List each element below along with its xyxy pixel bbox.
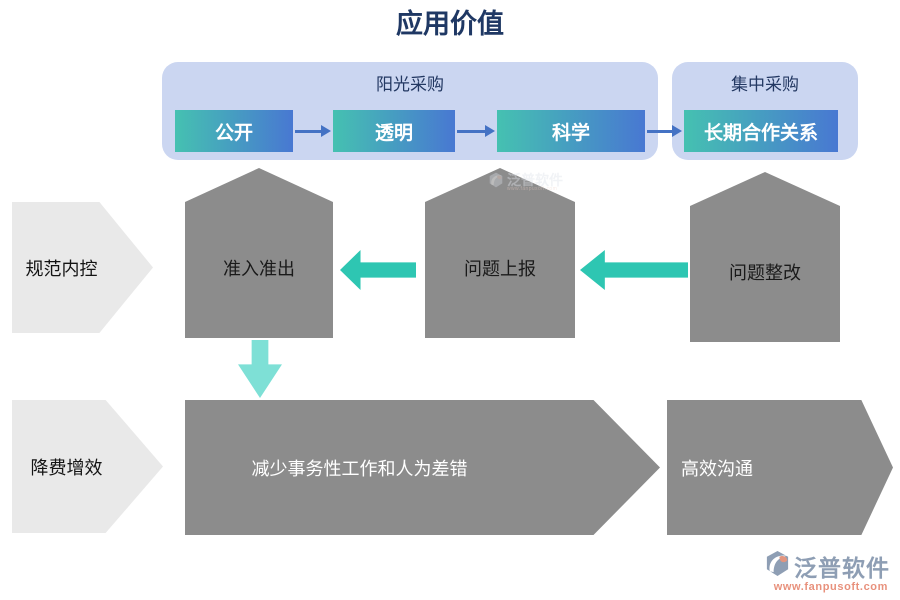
house-access-control: 准入准出 [185, 168, 333, 338]
flow-arrow-icon [457, 124, 495, 138]
footer-logo: 泛普软件 www.fanpusoft.com [764, 549, 890, 593]
left-arrow-icon [340, 250, 416, 290]
big-arrow-reduce-errors: 减少事务性工作和人为差错 [185, 400, 660, 535]
footer-logo-name: 泛普软件 [794, 555, 890, 581]
chevron-internal-control-label: 规范内控 [25, 258, 98, 279]
house-problem-report-label: 问题上报 [464, 259, 536, 279]
left-arrow-icon [580, 250, 688, 290]
fanpu-logo-icon [488, 172, 504, 193]
long-term-cooperation-button: 长期合作关系 [684, 110, 838, 152]
watermark-url: www.fanpusoft.com [507, 186, 558, 192]
watermark: 泛普软件 www.fanpusoft.com [488, 172, 563, 193]
step-open: 公开 [175, 110, 293, 152]
big-arrow-communication: 高效沟通 [667, 400, 893, 535]
step-scientific: 科学 [497, 110, 645, 152]
chevron-cost-efficiency: 降费增效 [12, 400, 163, 533]
footer-logo-url: www.fanpusoft.com [773, 581, 888, 593]
step-transparent: 透明 [333, 110, 455, 152]
flow-arrow-icon [647, 124, 682, 138]
chevron-internal-control: 规范内控 [12, 202, 153, 333]
watermark-name: 泛普软件 [507, 172, 563, 188]
big-arrow-reduce-errors-label: 减少事务性工作和人为差错 [251, 458, 468, 479]
house-access-control-label: 准入准出 [223, 259, 295, 279]
down-arrow-icon [238, 340, 282, 398]
house-problem-rectify-label: 问题整改 [729, 263, 801, 283]
central-procurement-label: 集中采购 [731, 75, 799, 95]
page-title: 应用价值 [396, 9, 504, 40]
sunshine-procurement-label: 阳光采购 [376, 75, 444, 95]
house-problem-rectify: 问题整改 [690, 172, 840, 342]
flow-arrow-icon [295, 124, 331, 138]
chevron-cost-efficiency-label: 降费增效 [30, 457, 103, 478]
house-problem-report: 问题上报 [425, 168, 575, 338]
big-arrow-communication-label: 高效沟通 [681, 458, 753, 479]
fanpu-logo-icon [764, 550, 791, 582]
